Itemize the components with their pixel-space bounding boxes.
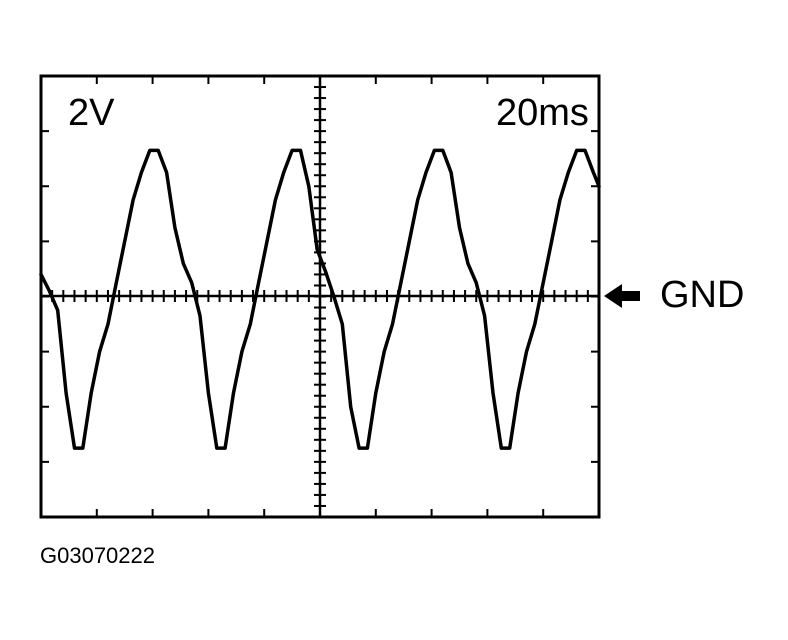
figure-id: G03070222 [40,543,155,568]
gnd-arrow-icon [604,284,640,308]
time-per-division-label: 20ms [496,92,589,134]
waveform-line [39,148,601,450]
ground-label: GND [660,274,745,316]
volts-per-division-label: 2V [68,92,115,134]
